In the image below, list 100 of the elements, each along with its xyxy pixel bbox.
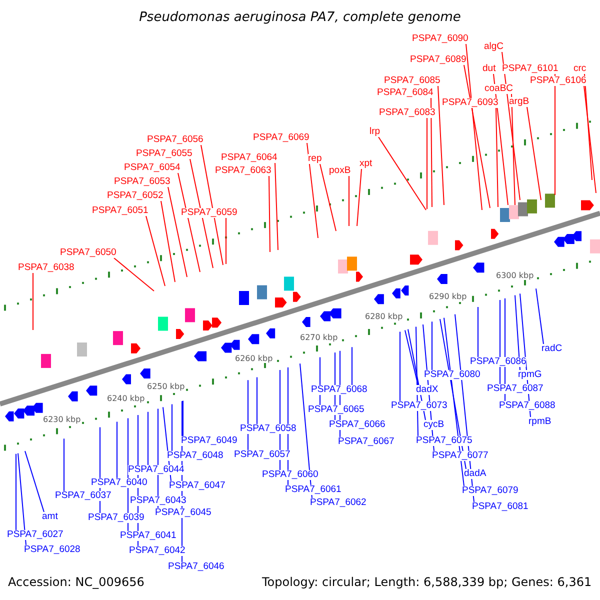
leader-line [426,118,428,210]
leader-line [511,94,516,206]
scale-label: 6280 kbp [365,312,403,322]
leader-line [554,74,556,196]
gene-label: PSPA7_6049 [181,436,238,446]
gene-label: PSPA7_6081 [472,502,528,512]
leader-line [268,176,270,252]
gene-label: PSPA7_6089 [410,55,466,65]
gene-label: xpt [360,159,372,169]
leader-line [438,86,444,206]
gene-label: poxB [329,166,351,176]
gene-label: PSPA7_6050 [60,248,116,258]
gene-label: PSPA7_6055 [136,149,192,159]
leader-line [584,86,596,194]
gene-label: dut [482,64,496,74]
leader-line [160,200,176,282]
gene-label: PSPA7_6045 [155,508,212,518]
leader-line [496,108,498,208]
gene-label: PSPA7_6038 [18,263,74,273]
gene-label: radC [542,344,562,354]
leader-line [190,158,214,268]
leader-line [18,452,26,546]
gene-label: PSPA7_6066 [329,420,386,430]
gene-label: PSPA7_6079 [462,486,518,496]
gene-label: rep [308,154,322,164]
gene-label: PSPA7_6057 [234,450,290,460]
gene-label: PSPA7_6101 [502,64,558,74]
title: Pseudomonas aeruginosa PA7, complete genome [138,10,462,25]
gene-label: PSPA7_6043 [130,496,186,506]
leader-line [114,258,154,292]
gene-label: amt [42,512,58,522]
leader-line [182,400,184,436]
gene-label: PSPA7_6044 [128,465,184,475]
gene-label: PSPA7_6093 [442,98,498,108]
leader-line [464,64,490,208]
leader-line [493,74,508,206]
leader-line [178,172,200,272]
gene-label: PSPA7_6077 [432,451,488,461]
leader-line [536,288,544,344]
leader-line [256,376,258,424]
gene-label: PSPA7_6047 [169,481,226,491]
gene-label: PSPA7_6062 [310,498,366,508]
gene-label: PSPA7_6052 [107,191,164,201]
leader-line [200,144,224,266]
gene-label: PSPA7_6037 [55,491,112,501]
leader-line [466,44,482,210]
gene-label: PSPA7_6039 [88,513,144,523]
scale-label: 6270 kbp [300,333,338,342]
gene-label: PSPA7_6060 [262,470,318,480]
leader-line [514,294,520,370]
gene-label: PSPA7_6046 [168,562,224,572]
gene-label: cycB [424,420,444,430]
gene-label: PSPA7_6106 [530,76,586,86]
gene-label: crc [574,64,586,74]
gene-label: PSPA7_6054 [124,163,180,173]
gene-label: PSPA7_6041 [120,531,176,541]
gene-label: PSPA7_6068 [311,385,368,395]
leader-line [274,162,278,250]
gene-label: PSPA7_6073 [391,401,448,411]
gene-label: PSPA7_6090 [412,34,468,44]
gene-label: PSPA7_6064 [221,153,278,163]
gene-label: PSPA7_6084 [377,88,434,98]
leader-line [32,272,34,330]
gene-label: PSPA7_6051 [92,206,148,216]
gene-label: PSPA7_6063 [215,166,272,176]
gene-label: PSPA7_6056 [147,135,204,145]
gene-label: PSPA7_6027 [7,530,64,540]
scale-label: 6290 kbp [429,292,467,302]
gene-label: dadA [464,469,486,479]
gene-label: coaBC [484,84,514,94]
leader-line [356,168,362,226]
leader-line [430,98,432,208]
leader-line [146,216,166,286]
gene-label: PSPA7_6065 [308,405,364,415]
leader-line [526,106,542,200]
leader-line [306,142,318,238]
scale-label: 6300 kbp [496,270,534,280]
gene-label: PSPA7_6040 [91,478,148,488]
gene-label: PSPA7_6048 [167,451,224,461]
footer-text: Accession: NC_009656 [8,575,144,589]
gene-label: PSPA7_6059 [181,208,238,218]
gene-label: argB [509,97,530,107]
gene-label: PSPA7_6061 [285,485,342,495]
gene-label: PSPA7_6087 [487,384,544,394]
leader-line [348,176,350,226]
gene-label: PSPA7_6088 [499,401,556,411]
leader-line [320,164,336,232]
gene-label: PSPA7_6075 [416,436,472,446]
footer-text: Topology: circular; Length: 6,588,339 bp; Genes: 6,361 [262,575,592,589]
gene-label: PSPA7_6086 [470,357,526,367]
scale-label: 6250 kbp [147,382,185,391]
gene-label: PSPA7_6085 [384,76,440,86]
gene-label: rpmG [518,370,542,380]
gene-label: rpmB [528,417,552,427]
leader-line [116,421,118,478]
gene-label: PSPA7_6028 [24,545,80,555]
gene-label: PSPA7_6069 [253,133,310,143]
scale-label: 6260 kbp [235,354,273,363]
leader-line [168,186,188,278]
gene-label: dadX [416,385,438,395]
